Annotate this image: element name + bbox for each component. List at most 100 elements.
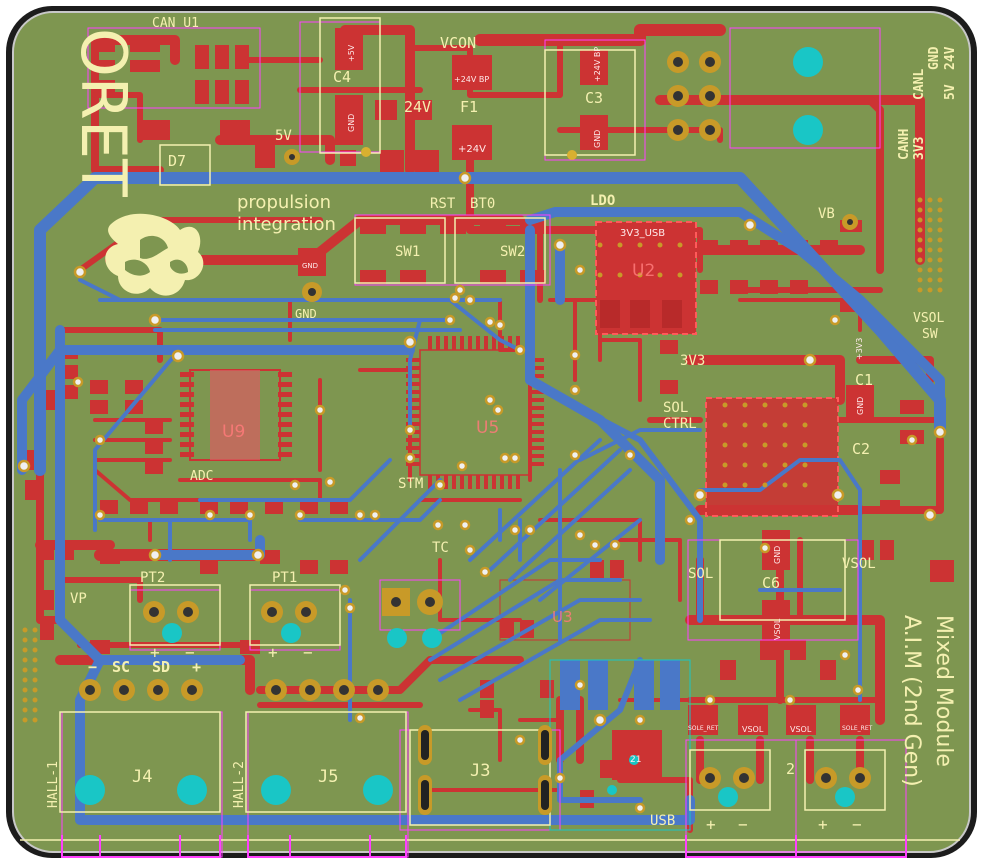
label-vsol: VSOL [913, 311, 944, 326]
label-tc: TC [432, 540, 449, 556]
label-j3: J3 [470, 761, 490, 781]
pad-text-labels: +5V GND +24V BP +24V +24V BP GND GND 3V3… [302, 44, 873, 765]
label-vp: VP [70, 591, 87, 607]
hall2-header [265, 679, 389, 701]
pad-vsol-2: VSOL [790, 725, 812, 734]
pad-5v: +5V [347, 44, 356, 62]
stitching-vias [22, 197, 943, 723]
pad-21: 21 [630, 755, 641, 765]
pad-vsol-1: VSOL [742, 725, 764, 734]
label-adc: ADC [190, 469, 213, 484]
hall1-header [79, 679, 203, 701]
pin-canl: CANL [912, 69, 927, 100]
label-j4: J4 [132, 767, 152, 787]
label-bt0: BT0 [470, 196, 495, 212]
pad-24v: +24V [458, 144, 486, 155]
pad-gnd-c3: GND [593, 130, 602, 148]
label-rst: RST [430, 196, 456, 212]
label-3v3: 3V3 [680, 353, 705, 369]
label-c4: C4 [333, 68, 351, 86]
pin-canh: CANH [897, 129, 912, 160]
label-c6: C6 [762, 574, 780, 592]
board-title: Mixed Module A.I.M (2nd Gen) [899, 615, 956, 787]
pad-gnd-c4: GND [347, 114, 356, 132]
label-plus-hall: + [192, 658, 201, 676]
label-hall1: HALL-1 [46, 761, 61, 808]
sol1-connector [699, 767, 755, 789]
pad-gnd-c6: GND [773, 546, 782, 564]
label-can-u1: CAN U1 [152, 16, 199, 31]
label-plus-sol2: + [818, 815, 828, 834]
label-vb: VB [818, 206, 835, 222]
label-ctrl: CTRL [663, 416, 697, 432]
power-pads [298, 28, 874, 735]
pt1-connector [261, 601, 317, 623]
pad-sole-ret-2: SOLE_RET [842, 725, 873, 732]
label-sd: SD [152, 658, 170, 676]
pad-sole-ret: SOLE_RET [688, 725, 719, 732]
label-vcon: VCON [440, 34, 476, 52]
tht-pads [79, 51, 871, 815]
label-plus-pt2: + [150, 643, 160, 662]
label-c3: C3 [585, 89, 603, 107]
label-sw2: SW2 [500, 244, 525, 260]
pad-vsol-c6: VSOL [773, 618, 782, 640]
pad-3v3-usb: 3V3_USB [620, 228, 665, 239]
title-line-1: Mixed Module [931, 615, 956, 767]
label-pt2: PT2 [140, 570, 165, 586]
ic-footprints [180, 221, 839, 780]
label-minus-sol2: − [852, 815, 862, 834]
label-minus-pt1: − [303, 643, 313, 662]
label-minus-sol1: − [738, 815, 748, 834]
tagline-2: integration [237, 214, 336, 235]
pin-24v: 24V [943, 46, 958, 70]
can-connector [667, 51, 721, 141]
can-pin-labels: CANH CANL GND 24V 5V 3V3 [897, 46, 958, 160]
pad-gnd-c1: GND [856, 397, 865, 415]
pin-gnd: GND [927, 46, 942, 70]
label-5v: 5V [275, 128, 292, 144]
usb-shield [418, 725, 552, 815]
label-pt1: PT1 [272, 570, 297, 586]
ref-u9: U9 [222, 422, 245, 442]
oret-logo: ORET propulsion integration [67, 28, 336, 296]
label-sol: SOL [663, 400, 688, 416]
label-j5: J5 [318, 767, 338, 787]
ref-u2: U2 [632, 261, 655, 281]
pin-3v3: 3V3 [912, 137, 927, 160]
label-24v: 24V [404, 98, 431, 116]
ref-u5: U5 [476, 418, 499, 438]
label-d7: D7 [168, 152, 186, 170]
silk-labels: CAN U1 C4 VCON F1 24V 5V D7 C3 LDO VB RS… [46, 16, 944, 834]
label-sw1: SW1 [395, 244, 420, 260]
tagline-1: propulsion [237, 192, 331, 213]
title-line-2: A.I.M (2nd Gen) [899, 615, 924, 787]
test-points [284, 147, 858, 302]
label-c1: C1 [855, 371, 873, 389]
tc-connector [382, 588, 443, 616]
fab-labels: U9 U5 U2 U3 [222, 261, 655, 626]
pad-24v-bp-c3: +24V BP [593, 47, 602, 82]
label-stm: STM [398, 476, 423, 492]
label-plus-pt1: + [268, 643, 278, 662]
label-sol-box: SOL [688, 566, 713, 582]
label-vsol-box: VSOL [842, 556, 876, 572]
label-sc: SC [112, 658, 130, 676]
label-hall2: HALL-2 [232, 761, 247, 808]
pad-24v-bp: +24V BP [454, 75, 489, 84]
pt2-connector [143, 601, 199, 623]
logo-text: ORET [67, 28, 140, 198]
ref-u3: U3 [552, 608, 573, 626]
label-gnd: GND [295, 307, 317, 321]
label-plus-sol1: + [706, 815, 716, 834]
vias [17, 171, 947, 814]
pin-5v: 5V [943, 84, 958, 100]
label-minus-pt2: − [185, 643, 195, 662]
label-v2: 2 [786, 760, 795, 778]
sol2-connector [815, 767, 871, 789]
silk-outlines [20, 17, 960, 841]
label-sw: SW [922, 327, 938, 342]
label-f1: F1 [460, 98, 478, 116]
label-usb: USB [650, 813, 675, 829]
